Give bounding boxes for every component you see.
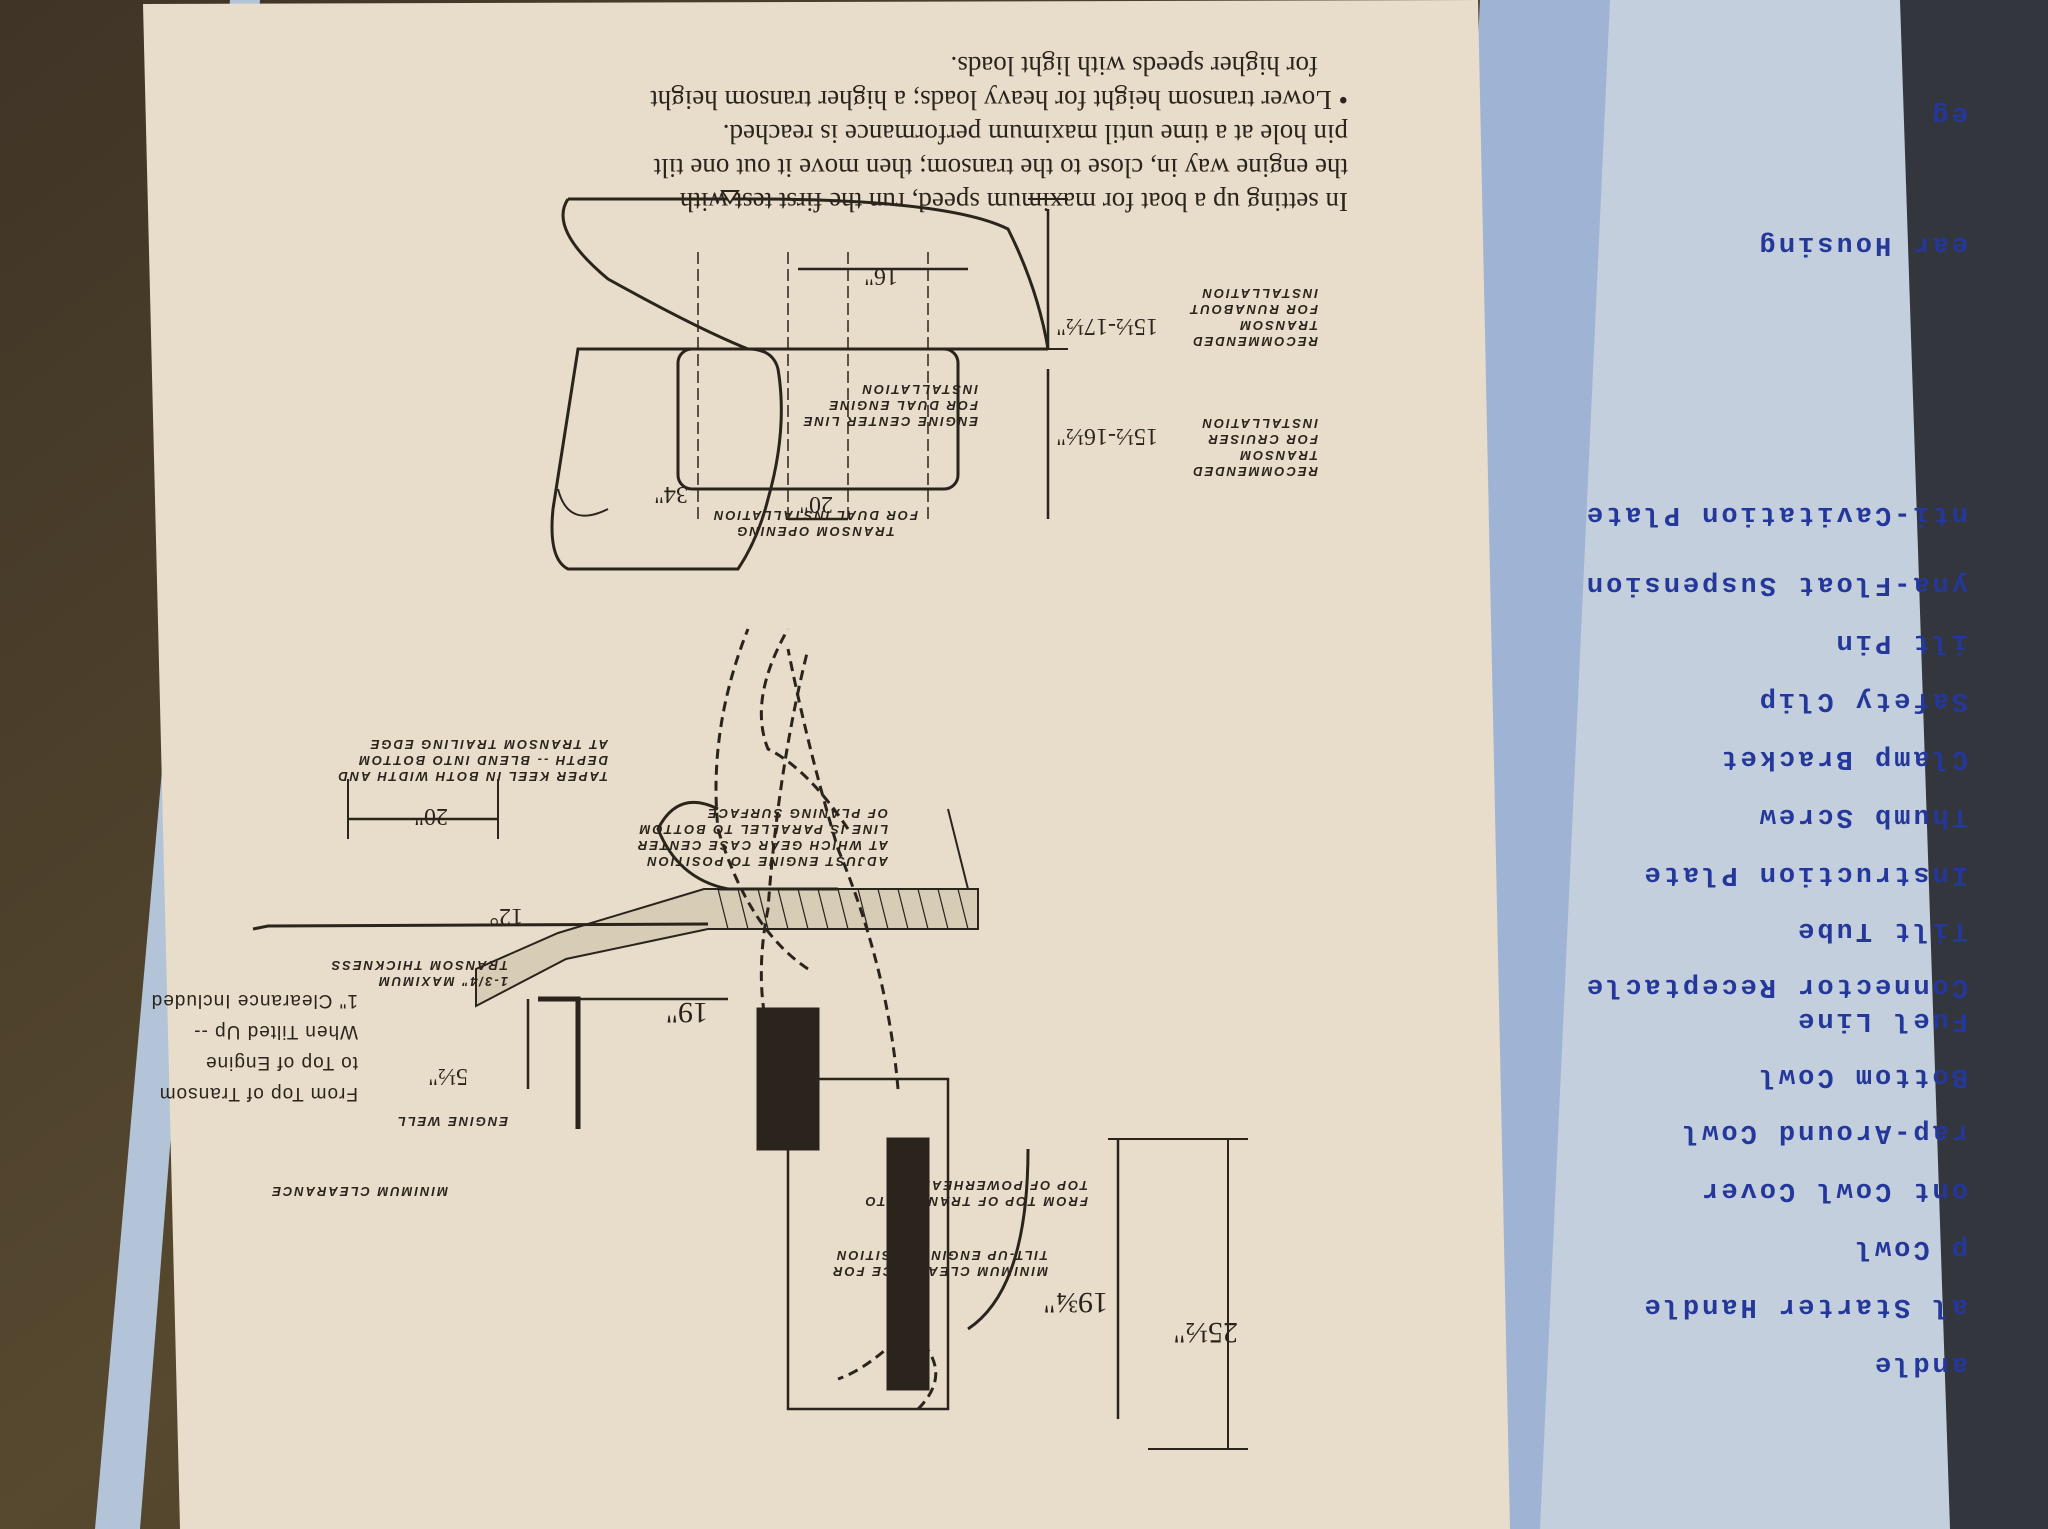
label-cruiser: RECOMMENDED TRANSOM FOR CRUISER INSTALLA…: [1191, 415, 1318, 479]
label-adjust-engine: ADJUST ENGINE TO POSITION AT WHICH GEAR …: [636, 805, 888, 869]
label-top-powerhead: FROM TOP OF TRANSOM TO TOP OF POWERHEAD: [864, 1177, 1088, 1209]
handwritten-note: From Top of Transom to Top of Engine Whe…: [151, 985, 358, 1109]
dim-label-20-rear: 20": [799, 491, 833, 517]
keel-mark: [720, 190, 740, 205]
dim-label-cruiser: 15½-16½": [1056, 423, 1158, 449]
paragraph-line: the engine way in, close to the transom;…: [653, 153, 1348, 183]
page-paper: [143, 0, 1510, 1529]
caption-line: RECOMMENDED: [1191, 334, 1318, 349]
caption-line: FOR CRUISER: [1206, 432, 1318, 447]
hull-rear-curve: [561, 198, 749, 351]
clamp-bracket-shade: [756, 1007, 820, 1151]
caption-line: FOR DUAL ENGINE: [827, 398, 978, 413]
hull-rear-bottom: [568, 197, 1050, 350]
caption-line: AT WHICH GEAR CASE CENTER: [636, 838, 888, 853]
caption-line: TAPER KEEL IN BOTH WIDTH AND: [336, 769, 608, 784]
label-runabout: RECOMMENDED TRANSOM FOR RUNABOUT INSTALL…: [1189, 285, 1318, 349]
lower-unit-outline: [714, 628, 809, 971]
paragraph-line: pin hole at a time until maximum perform…: [722, 119, 1348, 149]
keel-line: [947, 808, 969, 890]
motor-powerhead: [786, 1077, 950, 1411]
gearcase-outline: [759, 628, 850, 830]
dim-label-19-3-4: 19¾": [1043, 1286, 1108, 1319]
caption-line: ENGINE CENTER LINE: [801, 414, 978, 429]
tilt-arc-arrow: [967, 1148, 1030, 1331]
dim-label-16: 16": [864, 263, 898, 289]
dim-label-20: 20": [414, 803, 448, 829]
paragraph-line: In setting up a boat for maximum speed, …: [679, 187, 1348, 217]
caption-line: ADJUST ENGINE TO POSITION: [645, 854, 888, 869]
label-taper-keel: TAPER KEEL IN BOTH WIDTH AND DEPTH -- BL…: [336, 736, 608, 784]
dim-label-5: 5½": [428, 1063, 468, 1089]
caption-line: INSTALLATION: [1200, 286, 1318, 301]
caption-line: INSTALLATION: [860, 382, 978, 397]
side-view-diagram: [252, 488, 1248, 1450]
caption-line: RECOMMENDED: [1191, 464, 1318, 479]
hull-rear-outline: [550, 347, 783, 571]
caption-line: TOP OF POWERHEAD: [918, 1178, 1088, 1193]
leader-min-clearance: [557, 488, 609, 517]
caption-line: LINE IS PARALLEL TO BOTTOM: [637, 822, 888, 837]
caption-line: INSTALLATION: [1200, 416, 1318, 431]
motor-shading: [886, 1137, 930, 1391]
rear-view-diagram: [550, 190, 1068, 571]
propeller: [656, 800, 729, 891]
transom-section: [475, 888, 979, 1008]
dim-label-25: 25½": [1173, 1316, 1238, 1349]
label-min-clearance-tilt: MINIMUM CLEARANCE FOR TILT-UP ENGINE POS…: [831, 1247, 1048, 1279]
caption-line: TRANSOM: [1238, 448, 1318, 463]
hull-bottom: [252, 922, 709, 931]
note-line: to Top of Engine: [205, 1052, 358, 1073]
caption-line: FROM TOP OF TRANSOM TO: [863, 1194, 1088, 1209]
caption-line: DEPTH -- BLEND INTO BOTTOM: [357, 753, 608, 768]
dim-label-34: 34": [654, 481, 688, 507]
note-line: 1" Clearance Included: [150, 990, 358, 1011]
label-center-line: ENGINE CENTER LINE FOR DUAL ENGINE INSTA…: [802, 381, 978, 429]
note-line: When Tilted Up --: [193, 1021, 358, 1042]
motor-shaft-outline: [786, 648, 900, 1090]
caption-line: MINIMUM CLEARANCE FOR: [831, 1264, 1048, 1279]
caption-line: TILT-UP ENGINE POSITION: [835, 1248, 1048, 1263]
label-engine-well: ENGINE WELL: [395, 1114, 508, 1129]
caption-line: AT TRANSOM TRAILING EDGE: [368, 737, 608, 752]
paragraph-line: for higher speeds with light loads.: [950, 51, 1318, 81]
caption-line: TRANSOM THICKNESS: [329, 958, 508, 973]
caption-line: TRANSOM: [1238, 318, 1318, 333]
paragraph-line: • Lower transom height for heavy loads; …: [650, 85, 1348, 115]
caption-line: OF PLANING SURFACE: [706, 806, 888, 821]
caption-line: FOR RUNABOUT: [1188, 302, 1318, 317]
transom-hatching: [717, 888, 969, 930]
shadow-edge: [1900, 0, 2048, 1529]
motor-tilted-outline: [759, 648, 810, 1090]
dim-label-runabout: 15½-17½": [1056, 313, 1158, 339]
caption-line: TRANSOM OPENING: [735, 524, 895, 539]
label-min-clearance: MINIMUM CLEARANCE: [270, 1184, 448, 1199]
note-line: From Top of Transom: [158, 1083, 358, 1104]
dim-label-19: 19": [665, 996, 708, 1029]
angle-label: 12°: [489, 903, 523, 929]
